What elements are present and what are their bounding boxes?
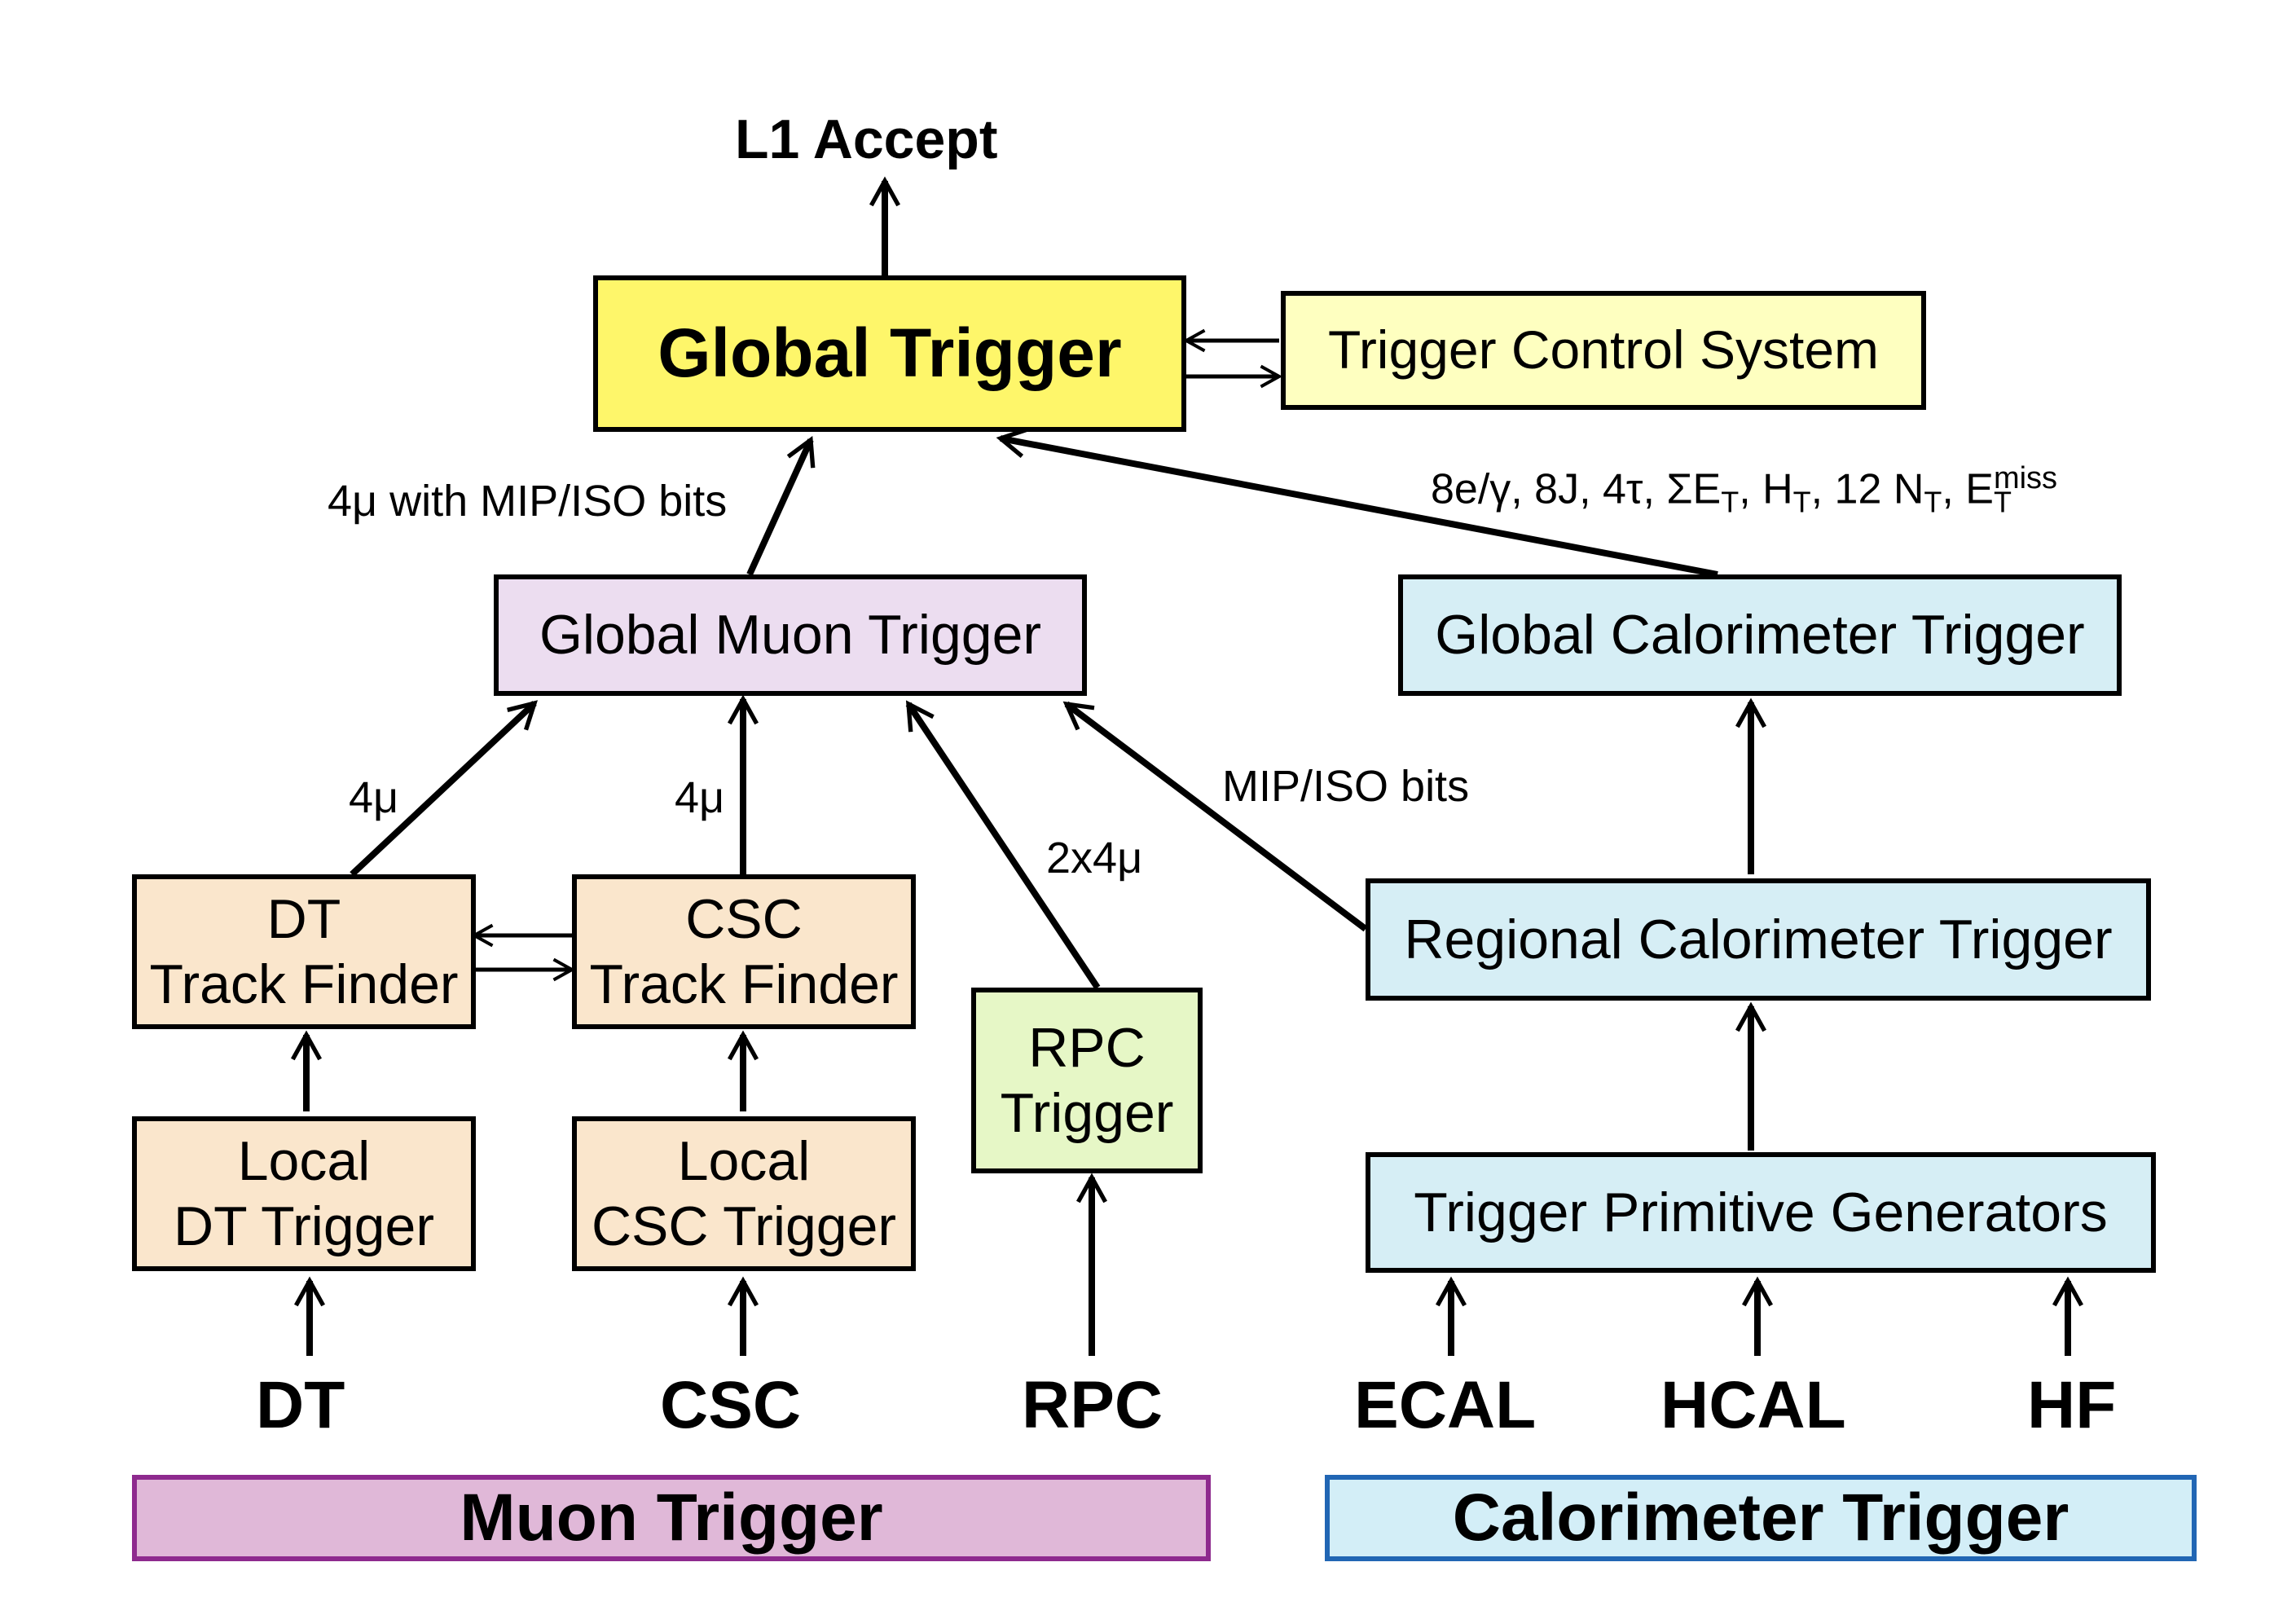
regional-calorimeter-trigger-box: Regional Calorimeter Trigger bbox=[1366, 878, 2151, 1001]
gct-label-sub-t2: T bbox=[1792, 485, 1811, 519]
gct-label-sub-t3: T bbox=[1924, 485, 1942, 519]
trigger-primitive-generators-label: Trigger Primitive Generators bbox=[1414, 1181, 2108, 1243]
arrow-dt-tf-to-gmt bbox=[350, 700, 539, 877]
global-trigger-label: Global Trigger bbox=[658, 315, 1122, 392]
gct-label-sub-t4: T bbox=[1993, 485, 2012, 519]
muon-trigger-band: Muon Trigger bbox=[132, 1475, 1211, 1561]
input-dt-label: DT bbox=[256, 1368, 345, 1442]
local-csc-trigger-line2: CSC Trigger bbox=[591, 1195, 897, 1257]
input-ecal-label: ECAL bbox=[1354, 1368, 1537, 1442]
local-dt-trigger-line2: DT Trigger bbox=[174, 1195, 434, 1257]
rpc-trigger-line2: Trigger bbox=[1000, 1082, 1174, 1144]
muon-trigger-band-label: Muon Trigger bbox=[460, 1481, 883, 1555]
gct-label-sup-miss: miss bbox=[1993, 461, 2058, 495]
gct-label-part1: 8e/γ, 8J, 4τ, ΣE bbox=[1431, 465, 1722, 513]
regional-calorimeter-trigger-label: Regional Calorimeter Trigger bbox=[1404, 908, 2113, 970]
local-csc-trigger-box: Local CSC Trigger bbox=[572, 1116, 916, 1271]
local-dt-trigger-box: Local DT Trigger bbox=[132, 1116, 476, 1271]
rpc-trigger-box: RPC Trigger bbox=[971, 988, 1203, 1173]
global-calorimeter-trigger-label: Global Calorimeter Trigger bbox=[1435, 604, 2085, 667]
arrow-rct-to-gmt bbox=[1062, 701, 1368, 932]
input-csc-label: CSC bbox=[660, 1368, 802, 1442]
arrow-gmt-to-gt bbox=[746, 436, 816, 576]
rpc-to-gmt-label: 2x4μ bbox=[1046, 834, 1143, 882]
csc-track-finder-line2: Track Finder bbox=[589, 953, 899, 1015]
dt-track-finder-line1: DT bbox=[266, 887, 341, 950]
l1-accept-label: L1 Accept bbox=[735, 108, 998, 170]
calorimeter-trigger-band: Calorimeter Trigger bbox=[1325, 1475, 2197, 1561]
gct-label-sub-t1: T bbox=[1721, 485, 1740, 519]
input-hf-label: HF bbox=[2027, 1368, 2117, 1442]
trigger-control-system-box: Trigger Control System bbox=[1281, 291, 1926, 410]
dt-track-finder-line2: Track Finder bbox=[149, 953, 459, 1015]
gmt-to-gt-label: 4μ with MIP/ISO bits bbox=[328, 477, 728, 526]
gct-label-part2: , H bbox=[1739, 465, 1793, 513]
gct-label-part4: , E bbox=[1942, 465, 1994, 513]
local-dt-trigger-line1: Local bbox=[237, 1129, 371, 1192]
trigger-primitive-generators-box: Trigger Primitive Generators bbox=[1366, 1152, 2156, 1273]
arrow-rpc-to-gmt bbox=[905, 700, 1101, 990]
rct-to-gmt-label: MIP/ISO bits bbox=[1222, 762, 1470, 811]
global-trigger-box: Global Trigger bbox=[593, 275, 1186, 432]
input-hcal-label: HCAL bbox=[1660, 1368, 1846, 1442]
global-muon-trigger-label: Global Muon Trigger bbox=[539, 604, 1042, 667]
dt-track-finder-box: DT Track Finder bbox=[132, 874, 476, 1029]
input-rpc-label: RPC bbox=[1022, 1368, 1163, 1442]
calorimeter-trigger-band-label: Calorimeter Trigger bbox=[1452, 1481, 2069, 1555]
gct-label-part3: , 12 N bbox=[1810, 465, 1924, 513]
gct-to-gt-label: 8e/γ, 8J, 4τ, ΣET, HT, 12 NT, ETmiss bbox=[1431, 461, 2075, 520]
local-csc-trigger-line1: Local bbox=[677, 1129, 811, 1192]
dt-to-gmt-label: 4μ bbox=[349, 773, 399, 822]
arrow-gct-to-gt bbox=[996, 427, 1718, 578]
csc-to-gmt-label: 4μ bbox=[675, 773, 725, 822]
rpc-trigger-line1: RPC bbox=[1028, 1016, 1146, 1079]
global-muon-trigger-box: Global Muon Trigger bbox=[494, 574, 1087, 696]
csc-track-finder-box: CSC Track Finder bbox=[572, 874, 916, 1029]
global-calorimeter-trigger-box: Global Calorimeter Trigger bbox=[1398, 574, 2122, 696]
trigger-control-system-label: Trigger Control System bbox=[1327, 319, 1880, 381]
csc-track-finder-line1: CSC bbox=[685, 887, 803, 950]
